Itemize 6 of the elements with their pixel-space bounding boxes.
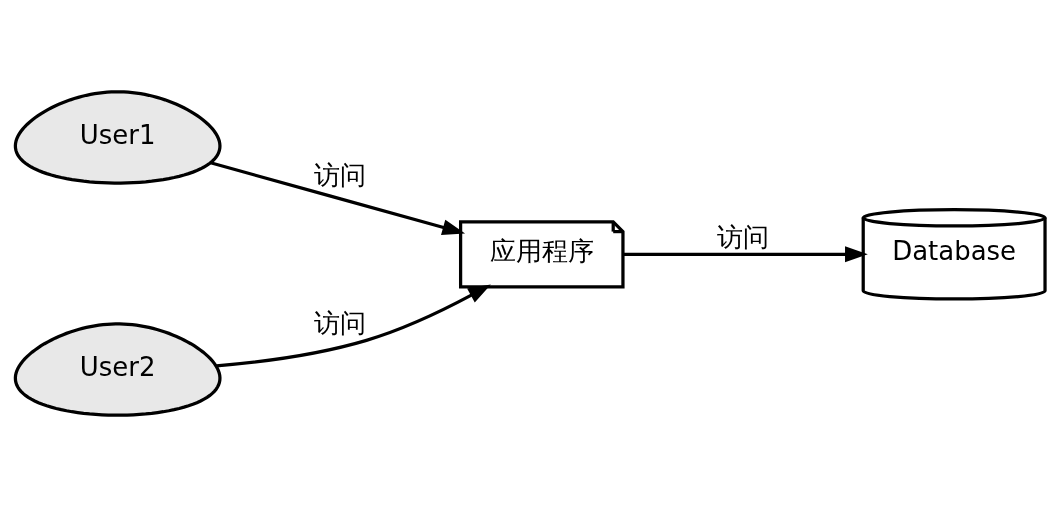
arrow [216,283,491,367]
arrow [623,245,868,262]
edge-label: 访问 [314,307,367,338]
edge-label: 访问 [717,221,770,252]
edge-label: 访问 [314,159,367,190]
arrow [210,160,466,235]
